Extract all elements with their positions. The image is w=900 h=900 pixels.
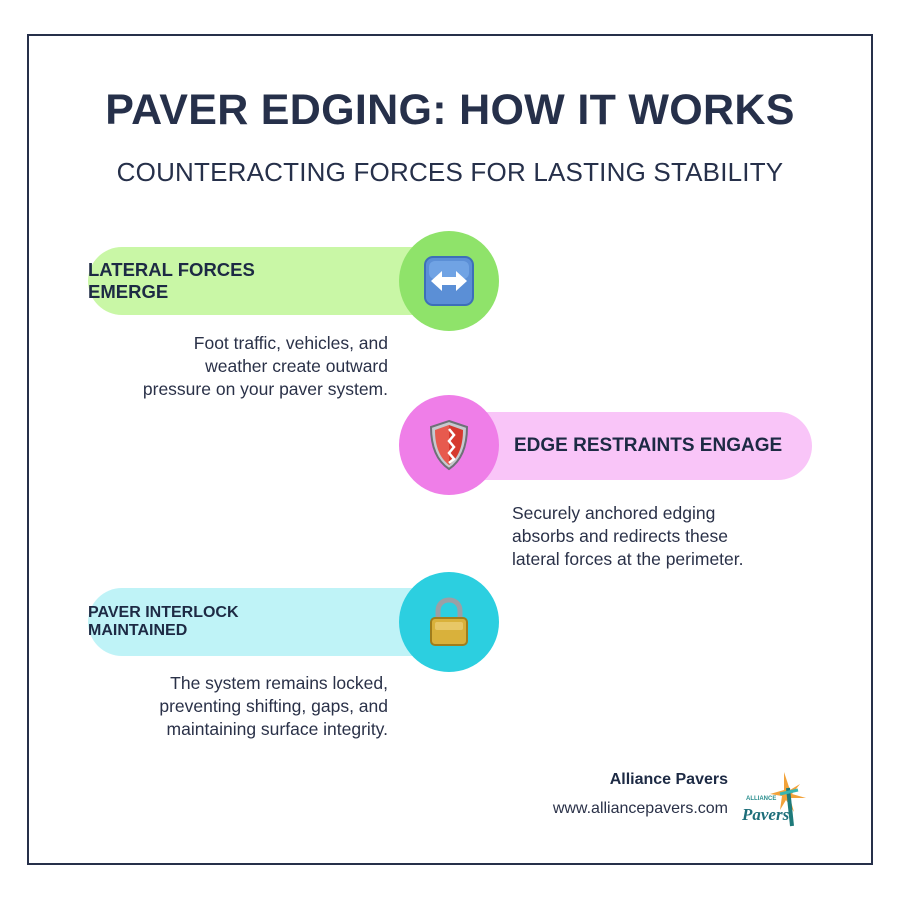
- step-3-pill: PAVER INTERLOCK MAINTAINED: [88, 588, 448, 656]
- logo-small-text: ALLIANCE: [746, 796, 776, 802]
- logo-word: Pavers: [741, 805, 790, 824]
- page-title: PAVER EDGING: HOW IT WORKS: [105, 86, 795, 134]
- left-right-arrow-icon: [424, 256, 474, 306]
- brand-name: Alliance Pavers: [609, 771, 728, 788]
- step-1-label: LATERAL FORCES EMERGE: [88, 259, 255, 302]
- step-1-description-line: weather create outward: [205, 356, 388, 376]
- step-2-description-line: absorbs and redirects these: [512, 526, 728, 546]
- step-3-description-line: The system remains locked,: [170, 673, 388, 693]
- alliance-pavers-logo: ALLIANCE Pavers: [741, 772, 806, 827]
- step-2-description-line: Securely anchored edging: [512, 503, 716, 523]
- step-2-pill: EDGE RESTRAINTS ENGAGE: [448, 412, 812, 480]
- step-1-description-line: Foot traffic, vehicles, and: [193, 333, 388, 353]
- step-3-label: PAVER INTERLOCK MAINTAINED: [88, 604, 239, 639]
- step-1-icon-circle: [399, 231, 499, 331]
- step-2-description-line: lateral forces at the perimeter.: [512, 549, 744, 569]
- padlock-icon: [430, 597, 468, 646]
- step-3-icon-circle: [399, 572, 499, 672]
- step-2-icon-circle: [399, 395, 499, 495]
- brand-url[interactable]: www.alliancepavers.com: [552, 800, 728, 817]
- infographic-frame: [27, 34, 873, 865]
- page-subtitle: COUNTERACTING FORCES FOR LASTING STABILI…: [116, 157, 784, 187]
- step-3-description-line: maintaining surface integrity.: [166, 719, 388, 739]
- step-1-pill: LATERAL FORCES EMERGE: [88, 247, 448, 315]
- step-2-label: EDGE RESTRAINTS ENGAGE: [514, 435, 783, 456]
- shield-icon: [429, 419, 469, 471]
- step-3-description: The system remains locked, preventing sh…: [88, 672, 388, 741]
- step-2-description: Securely anchored edging absorbs and red…: [512, 502, 812, 571]
- step-3-description-line: preventing shifting, gaps, and: [159, 696, 388, 716]
- step-1-description: Foot traffic, vehicles, and weather crea…: [88, 332, 388, 401]
- step-1-description-line: pressure on your paver system.: [142, 379, 388, 399]
